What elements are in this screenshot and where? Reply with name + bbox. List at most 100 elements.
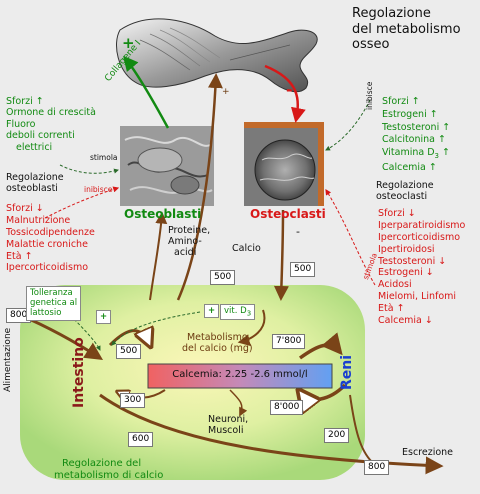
- tolleranza-line: lattosio: [30, 308, 62, 319]
- calcium-regulation-line: metabolismo di calcio: [54, 470, 164, 481]
- calcemia-bar: [147, 363, 333, 389]
- left-head-line: osteoblasti: [6, 183, 58, 195]
- stimola-left-arrow: [59, 164, 119, 174]
- left-green-item: Sforzi ↑: [6, 96, 44, 107]
- bone-image: [116, 18, 318, 93]
- right-red-item: Acidosi: [378, 279, 412, 291]
- osteoblast-inhibitors: Sforzi ↓ Malnutrizione Tossicodipendenze…: [6, 203, 95, 274]
- right-head-line: Regolazione: [376, 180, 434, 191]
- neuroni-label: Neuroni, Muscoli: [208, 414, 248, 437]
- right-red-item: Sforzi ↓: [378, 208, 416, 219]
- title-line-1: Regolazione: [352, 6, 431, 21]
- alimentazione-label: Alimentazione: [3, 327, 13, 392]
- right-red-item: Ipercorticoidismo: [378, 231, 461, 243]
- value-7800: 7'800: [272, 334, 306, 349]
- calcio-label: Calcio: [232, 243, 261, 254]
- vitd-sub: 3: [434, 152, 440, 161]
- metabolismo-line: del calcio (mg): [182, 343, 253, 355]
- right-red-item: Iperparatiroidismo: [378, 219, 466, 231]
- left-head-line: Regolazione: [6, 172, 64, 183]
- right-green-item: Calcemia ↑: [382, 161, 437, 173]
- proteine-line: Amino-: [168, 235, 202, 247]
- inibisce-right-arrow: [325, 99, 371, 151]
- plus-vit-box: +: [204, 304, 220, 319]
- inibisce-right-label: inibisce: [365, 81, 374, 110]
- tolleranza-line: genetica al: [30, 298, 78, 309]
- left-green-item: Fluoro: [6, 118, 36, 130]
- right-red-item: Ipertiroidosi: [378, 243, 435, 255]
- plus-tolleranza-box: +: [96, 310, 112, 325]
- osteoblast-regulation-head: Regolazione osteoblasti: [6, 172, 64, 195]
- right-red-item: Mielomi, Linfomi: [378, 291, 457, 303]
- right-green-vitd: Vitamina D3 ↑: [382, 147, 450, 161]
- vitd-prefix: Vitamina D: [382, 147, 435, 159]
- value-500-left: 500: [116, 344, 142, 359]
- right-green-item: Estrogeni ↑: [382, 108, 438, 120]
- reni-label: Reni: [339, 354, 355, 390]
- calcio-to-bone-arrow: [176, 73, 223, 301]
- proteine-to-osteoblast-arrow: [149, 211, 168, 301]
- minus-osteoclast-bone: -: [286, 80, 293, 99]
- value-300: 300: [120, 393, 146, 408]
- right-green-item: Calcitonina ↑: [382, 134, 446, 146]
- value-600: 600: [128, 432, 154, 447]
- right-green-item: Testosteroni ↑: [382, 121, 451, 133]
- left-red-item: Età ↑: [6, 250, 33, 262]
- plus-small-bone: +: [222, 87, 230, 97]
- escrezione-label: Escrezione: [402, 447, 454, 458]
- neuroni-line: Neuroni,: [208, 414, 249, 425]
- calcium-regulation-line: Regolazione del: [62, 458, 142, 469]
- vitd3-sub: 3: [246, 309, 252, 318]
- value-200: 200: [324, 428, 350, 443]
- right-red-item: Estrogeni ↓: [378, 267, 434, 279]
- left-red-item: Ipercorticoidismo: [6, 262, 89, 274]
- resorption-arrow: [264, 64, 306, 123]
- osteoclast-to-pool-arrow: [273, 209, 289, 301]
- calcemia-to-neuroni-arrow: [229, 389, 248, 417]
- title-line-3: osseo: [352, 37, 390, 53]
- vitd3-box: vit. D3: [220, 304, 256, 321]
- osteoclast-image: [244, 122, 324, 206]
- left-green-item: deboli correnti: [6, 130, 75, 142]
- osteoclasti-label: Osteoclasti: [250, 207, 326, 221]
- metabolismo-line: Metabolismo: [186, 332, 248, 343]
- left-red-item: Malnutrizione: [6, 214, 71, 226]
- value-8000: 8'000: [270, 400, 304, 415]
- osteoblast-image: [120, 126, 214, 206]
- minus-osteoclast-flow: -: [296, 225, 300, 238]
- tolleranza-line: Tolleranza: [30, 288, 73, 298]
- stimola-left-label: stimola: [90, 153, 118, 162]
- title-line-2: del metabolismo: [352, 21, 461, 37]
- vitd3-prefix: vit. D: [224, 306, 247, 316]
- neuroni-line: Muscoli: [208, 425, 244, 437]
- right-head-line: osteoclasti: [376, 191, 428, 203]
- proteine-line: acidi: [174, 246, 197, 258]
- stimola-right-arrow: [325, 188, 376, 286]
- left-red-item: Malattie croniche: [6, 238, 88, 250]
- vitd-suffix: ↑: [439, 147, 450, 159]
- tolleranza-box: Tolleranza genetica al lattosio: [26, 286, 82, 321]
- calcemia-to-reni-arrow: [298, 332, 343, 360]
- value-500-right: 500: [290, 262, 316, 277]
- reni-to-calcemia-arrow: [300, 383, 347, 399]
- osteoclast-stimulators: Sforzi ↓ Iperparatiroidismo Ipercorticoi…: [378, 208, 465, 327]
- left-green-item: elettrici: [16, 141, 53, 153]
- left-red-item: Tossicodipendenze: [6, 226, 95, 238]
- osteoclast-regulation-head: Regolazione osteoclasti: [376, 180, 434, 203]
- pool-inflow-arrow: [237, 309, 266, 346]
- inibisce-left-arrow: [44, 186, 120, 219]
- value-500-calcio: 500: [210, 270, 236, 285]
- left-green-item: Ormone di crescità: [6, 107, 96, 119]
- plus-osteoblast-bone: +: [122, 34, 135, 52]
- right-red-item: Calcemia ↓: [378, 314, 433, 326]
- left-red-item: Sforzi ↓: [6, 203, 44, 214]
- osteoblast-stimulators: Sforzi ↑ Ormone di crescità Fluoro debol…: [6, 96, 96, 153]
- osteoblasti-label: Osteoblasti: [124, 207, 202, 221]
- calcium-regulation-label: Regolazione del metabolismo di calcio: [54, 458, 163, 482]
- proteine-label: Proteine, Amino- acidi: [168, 225, 210, 259]
- intestino-label: Intestino: [71, 337, 87, 408]
- value-800-out: 800: [364, 460, 390, 475]
- calcemia-label: Calcemia: 2.25 -2.6 mmol/l: [172, 369, 308, 380]
